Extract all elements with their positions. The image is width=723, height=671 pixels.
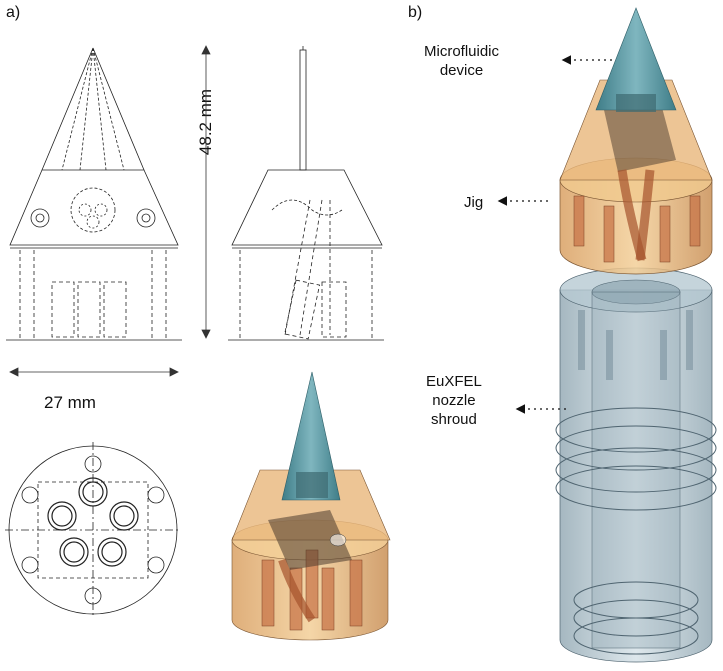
shroud-line-1: EuXFEL [426, 373, 482, 390]
microfluidic-device-label: Microfluidic device [424, 42, 499, 80]
shroud-line-3: shroud [431, 411, 477, 428]
jig-3d-render [231, 371, 391, 641]
assembly-3d-render [555, 7, 717, 663]
callout-arrows [497, 55, 612, 414]
width-dimension-arrow [9, 367, 179, 377]
nozzle-shroud-render [555, 267, 717, 663]
width-dimension-label: 27 mm [44, 393, 96, 412]
side-view-drawing [228, 46, 384, 341]
microfluidic-line-1: Microfluidic [424, 43, 500, 60]
panel-label-a: a) [6, 4, 21, 21]
panel-label-b: b) [408, 4, 423, 21]
shroud-line-2: nozzle [432, 392, 476, 409]
front-view-drawing [6, 47, 182, 341]
top-view-drawing [5, 442, 181, 618]
jig-label: Jig [464, 194, 484, 211]
microfluidic-line-2: device [439, 62, 484, 79]
microfluidic-device-render [595, 7, 677, 112]
shroud-label: EuXFEL nozzle shroud [426, 372, 482, 429]
height-dimension-arrow [201, 45, 211, 339]
